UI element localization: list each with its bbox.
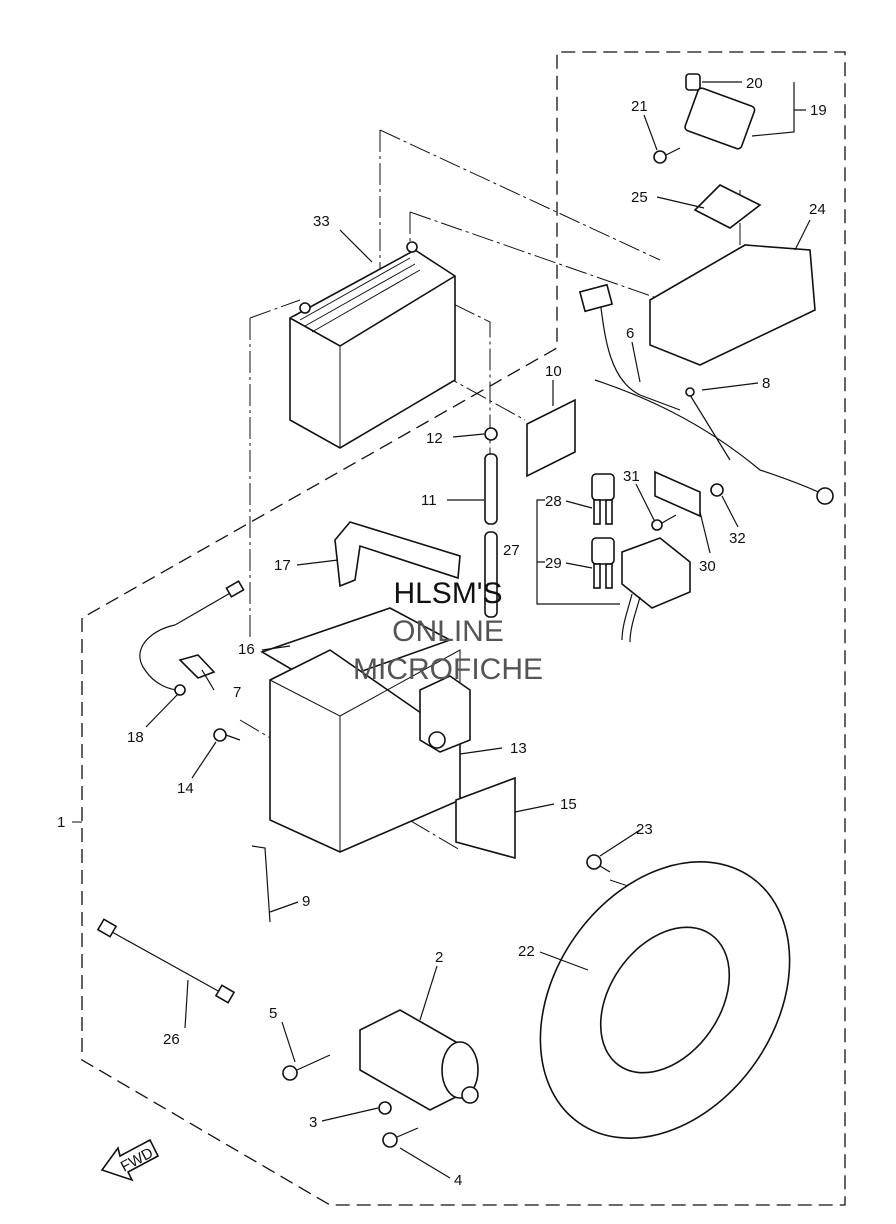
watermark-line-2: ONLINE [392,615,504,648]
fuse-box [621,537,691,643]
callout-14: 14 [177,780,194,797]
watermark-line-1: HLSM'S [393,577,502,610]
battery-box [269,649,471,853]
callout-21: 21 [631,98,648,115]
callout-8: 8 [762,375,770,392]
bracket-27-line [536,499,620,605]
bolt-23 [586,854,611,873]
callout-28: 28 [545,493,562,510]
callout-1: 1 [57,814,65,831]
callout-22: 22 [518,943,535,960]
forward-arrow-icon: FWD [100,1138,160,1182]
callout-26: 26 [163,1031,180,1048]
watermark-line-3: MICROFICHE [353,653,543,686]
callout-2: 2 [435,949,443,966]
callout-13: 13 [510,740,527,757]
callout-25: 25 [631,189,648,206]
callout-24: 24 [809,201,826,218]
lead-wire [139,580,245,696]
o-ring-3 [378,1101,392,1115]
callout-15: 15 [560,796,577,813]
callout-6: 6 [626,325,634,342]
watermark: HLSM'S ONLINE MICROFICHE [353,577,543,686]
wire-harness-26 [96,918,236,1004]
breather-hose [484,427,498,618]
fuse-28 [591,473,615,525]
bolt-14 [213,728,241,742]
callout-9: 9 [302,893,310,910]
plate-30 [654,470,701,518]
callout-19: 19 [810,102,827,119]
cable-tie [251,845,271,923]
callout-27: 27 [503,542,520,559]
fuse-29 [591,537,615,589]
nut-32 [710,483,724,497]
group-1-outline [72,51,846,1206]
bolt-4 [382,1127,419,1148]
bolt-5 [282,1054,331,1081]
screw-21 [653,147,681,164]
callout-labels: 33 10 12 11 17 16 7 18 14 13 15 1 9 26 2… [57,75,827,1189]
screw-31 [651,514,677,531]
callout-20: 20 [746,75,763,92]
battery-pad [526,398,576,478]
callout-23: 23 [636,821,653,838]
callout-16: 16 [238,641,255,658]
battery-cables [578,283,834,505]
callout-11: 11 [421,492,437,509]
callout-30: 30 [699,558,716,575]
leader-lines [145,81,811,1179]
starter-motor [359,1009,479,1111]
plate [455,776,516,860]
cover-24 [649,244,816,366]
callout-31: 31 [623,468,640,485]
callout-32: 32 [729,530,746,547]
callout-3: 3 [309,1114,317,1131]
callout-12: 12 [426,430,443,447]
callout-4: 4 [454,1172,462,1189]
battery [289,241,456,449]
callout-33: 33 [313,213,330,230]
callout-10: 10 [545,363,562,380]
starter-relay [684,73,756,150]
pickup-rotor [539,861,791,1139]
callout-18: 18 [127,729,144,746]
callout-29: 29 [545,555,562,572]
battery-band [334,521,461,588]
callout-5: 5 [269,1005,277,1022]
callout-7: 7 [233,684,241,701]
callout-17: 17 [274,557,291,574]
bracket-25 [693,184,762,229]
